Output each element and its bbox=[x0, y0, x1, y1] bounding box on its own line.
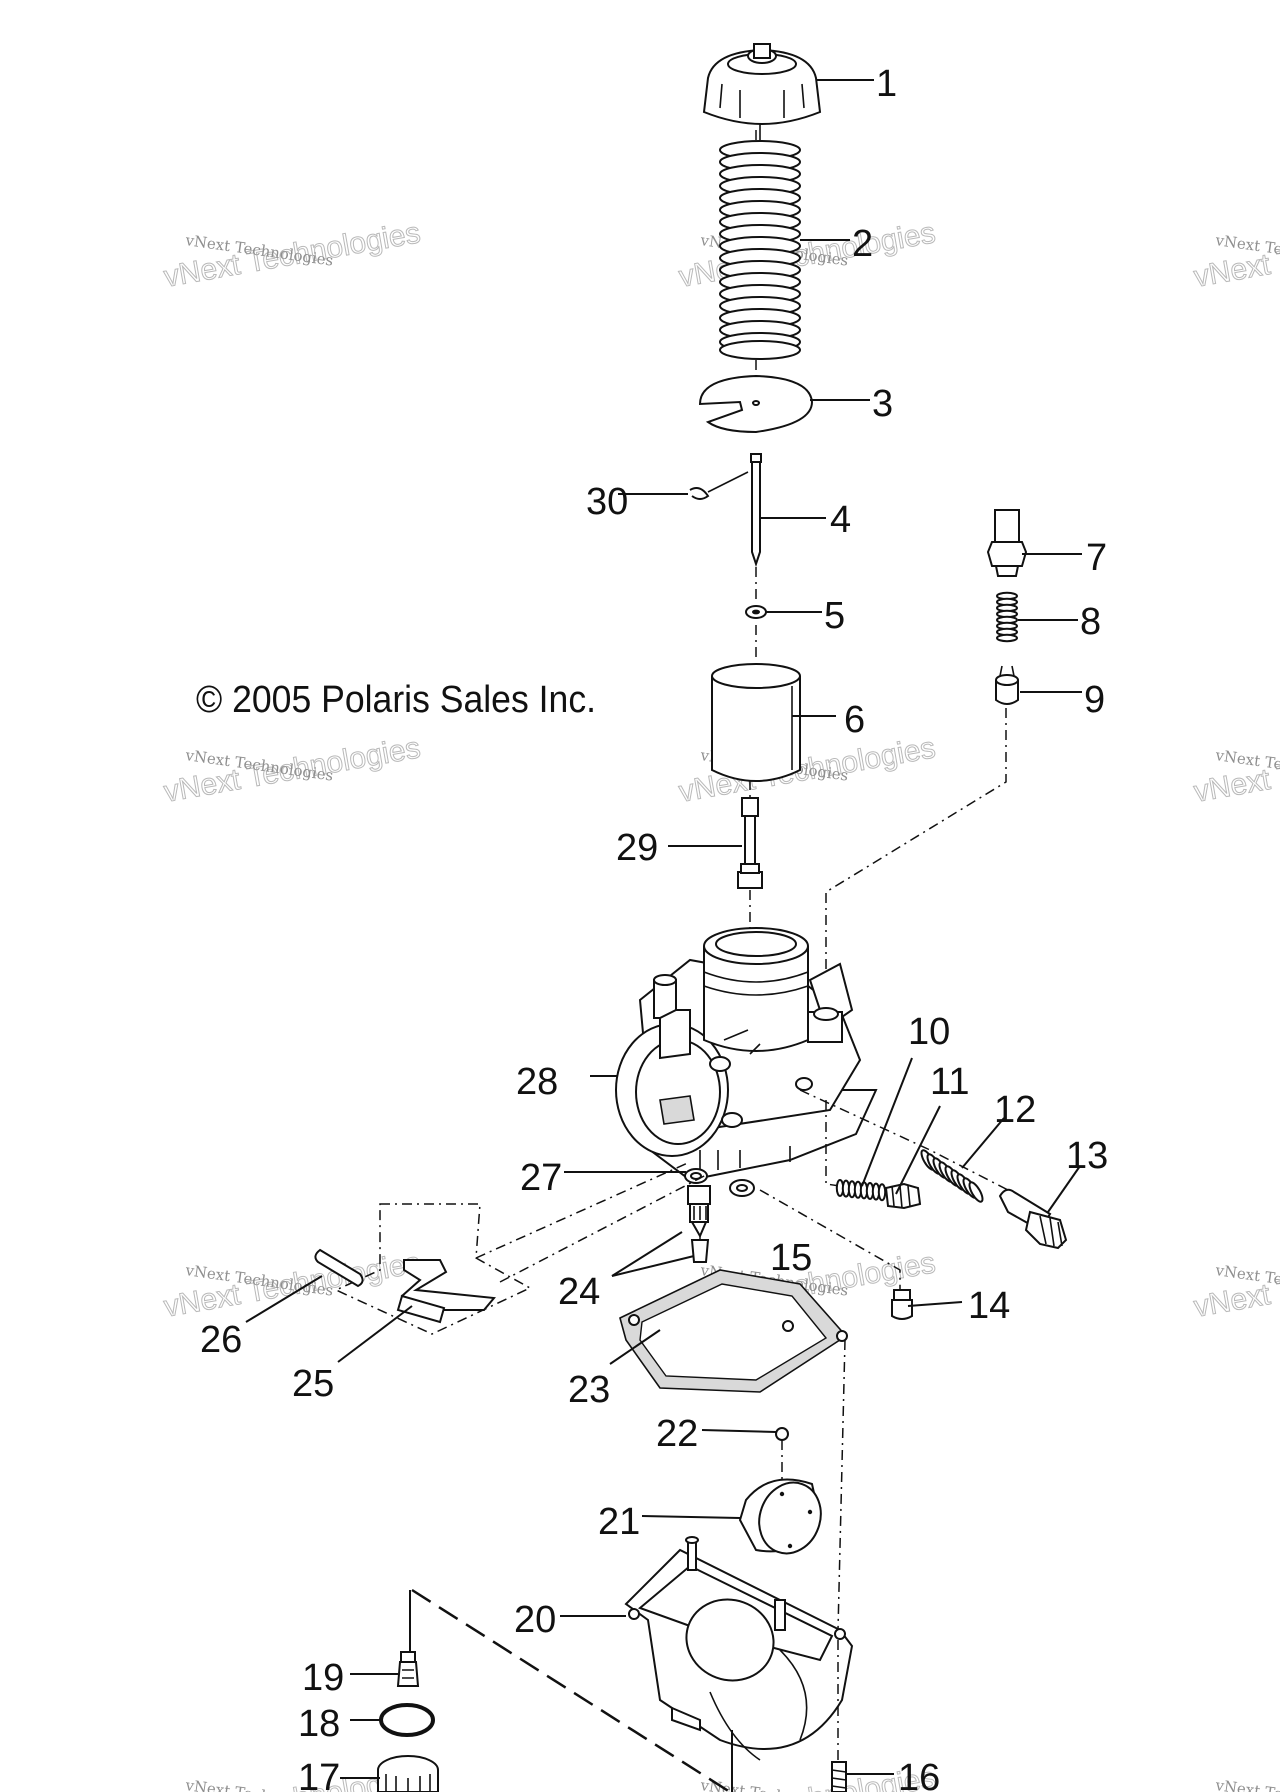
part-gasket bbox=[619, 1269, 848, 1393]
callout-1: 1 bbox=[876, 63, 897, 105]
callout-17: 17 bbox=[298, 1757, 340, 1792]
callout-14: 14 bbox=[968, 1285, 1010, 1327]
callout-13: 13 bbox=[1066, 1135, 1108, 1177]
callout-26: 26 bbox=[200, 1319, 242, 1361]
spring-coil bbox=[719, 340, 801, 360]
callout-9: 9 bbox=[1084, 679, 1105, 721]
part-holder bbox=[737, 797, 763, 889]
part-drain-screw bbox=[759, 1189, 913, 1320]
callout-30: 30 bbox=[586, 481, 628, 523]
part-carb-body bbox=[615, 927, 878, 1182]
callout-24: 24 bbox=[558, 1271, 600, 1313]
part-drain-valve bbox=[396, 1651, 420, 1687]
copyright-text: © 2005 Polaris Sales Inc. bbox=[196, 679, 596, 721]
callout-5: 5 bbox=[824, 595, 845, 637]
callout-16: 16 bbox=[898, 1757, 940, 1792]
part-throttle-stop bbox=[799, 1089, 1068, 1250]
part-float-valve bbox=[775, 1427, 789, 1441]
part-starter-plunger bbox=[986, 509, 1028, 705]
spring-coil bbox=[968, 1181, 984, 1203]
callout-23: 23 bbox=[568, 1369, 610, 1411]
callout-2: 2 bbox=[852, 223, 873, 265]
part-slide bbox=[711, 663, 801, 782]
callout-11: 11 bbox=[930, 1061, 969, 1103]
spring-coil bbox=[877, 1183, 887, 1202]
callout-12: 12 bbox=[994, 1089, 1036, 1131]
callout-20: 20 bbox=[514, 1599, 556, 1641]
callout-22: 22 bbox=[656, 1413, 698, 1455]
watermark-small-text: vNext Technologies bbox=[1213, 1776, 1280, 1792]
part-needle bbox=[751, 453, 761, 568]
callout-10: 10 bbox=[908, 1011, 950, 1053]
part-o-ring-18 bbox=[379, 1703, 435, 1737]
part-bowl-screw bbox=[831, 1761, 847, 1792]
callout-7: 7 bbox=[1086, 537, 1107, 579]
part-drain-plug bbox=[377, 1755, 439, 1792]
part-clip bbox=[689, 487, 710, 500]
spring-coil bbox=[996, 633, 1018, 643]
callout-29: 29 bbox=[616, 827, 658, 869]
part-float bbox=[738, 1478, 822, 1555]
callout-28: 28 bbox=[516, 1061, 558, 1103]
callout-27: 27 bbox=[520, 1157, 562, 1199]
part-cap bbox=[702, 43, 822, 126]
callout-18: 18 bbox=[298, 1703, 340, 1745]
callout-15: 15 bbox=[770, 1237, 812, 1279]
callout-19: 19 bbox=[302, 1657, 344, 1699]
callout-numbers: 1 2 3 4 5 6 7 8 9 10 11 12 13 14 15 16 1… bbox=[200, 63, 1108, 1792]
callout-25: 25 bbox=[292, 1363, 334, 1405]
part-spring bbox=[719, 124, 801, 360]
callout-3: 3 bbox=[872, 383, 893, 425]
callout-6: 6 bbox=[844, 699, 865, 741]
part-float-pin-panel bbox=[314, 1161, 709, 1335]
part-main-jet bbox=[687, 1185, 711, 1263]
callout-leaders bbox=[245, 79, 1082, 1779]
part-float-bowl bbox=[624, 1536, 854, 1761]
callout-21: 21 bbox=[598, 1501, 640, 1543]
callout-8: 8 bbox=[1080, 601, 1101, 643]
callout-4: 4 bbox=[830, 499, 851, 541]
part-plate bbox=[698, 374, 814, 434]
part-pilot-screw bbox=[825, 1100, 922, 1210]
